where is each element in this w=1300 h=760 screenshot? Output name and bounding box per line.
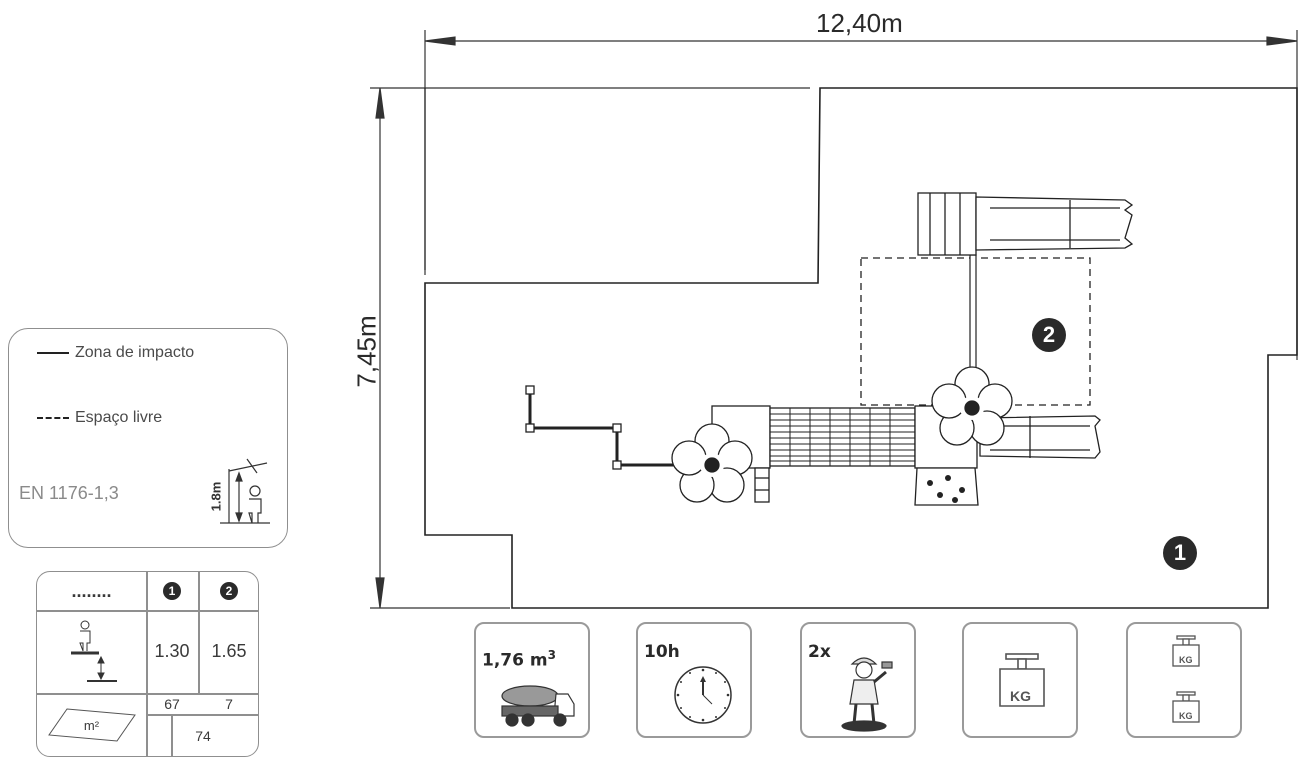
weight-label-bottom: KG [1179,711,1193,721]
height-dimension [370,87,810,609]
weight-icon [999,653,1045,707]
playground-equipment [525,192,1134,506]
surface-data-table: ........ 1 2 1.30 1.65 m² 67 7 74 [36,571,259,757]
weight-label-top: KG [1179,655,1193,665]
clock-icon [674,666,732,724]
table-header-zone-2: 2 [198,572,258,610]
worker-icon [841,657,893,732]
legend-free-space-label: Espaço livre [75,409,163,426]
concrete-mixer-icon [501,685,575,727]
weight-icon-bottom [1172,691,1200,723]
width-label: 12,40m [816,8,903,38]
zone-marker-1: 1 [1163,536,1197,570]
table-header-zone-1: 1 [146,572,198,610]
area-total: 74 [195,728,211,744]
height-label: 1.8m [208,481,224,512]
area-unit-cell: m² [37,693,146,756]
fall-height-icon [37,610,146,693]
concrete-volume-card: 1,76 m3 [474,622,590,738]
workers-label: 2x [808,642,831,662]
legend-free-space: Espaço livre [37,409,162,427]
install-time-label: 10h [644,642,680,662]
height-clearance-icon [220,458,270,524]
area-zone-2: 7 [225,695,233,712]
concrete-volume-label: 1,76 m3 [482,648,556,671]
weight-label: KG [1010,688,1031,704]
dashed-line-swatch [37,417,69,419]
area-unit-label: m² [83,718,100,733]
legend-panel: Zona de impacto Espaço livre EN 1176-1,3… [8,328,288,548]
install-time-card: 10h [636,622,752,738]
zone-marker-2: 2 [1032,318,1066,352]
height-label: 7,45m [351,315,382,388]
impact-zone-outline [424,87,1298,609]
table-header-label: ........ [71,580,112,601]
legend-impact-zone-label: Zona de impacto [75,344,195,361]
standard-label: EN 1176-1,3 [19,483,119,503]
fall-height-zone-2: 1.65 [211,641,247,661]
weight-icon-top [1172,635,1200,667]
legend-impact-zone: Zona de impacto [37,344,194,362]
area-zone-1: 67 [164,695,180,712]
fall-height-zone-1: 1.30 [154,641,190,661]
single-weight-card: KG [962,622,1078,738]
solid-line-swatch [37,352,69,354]
workers-card: 2x [800,622,916,738]
double-weight-card: KG KG [1126,622,1242,738]
